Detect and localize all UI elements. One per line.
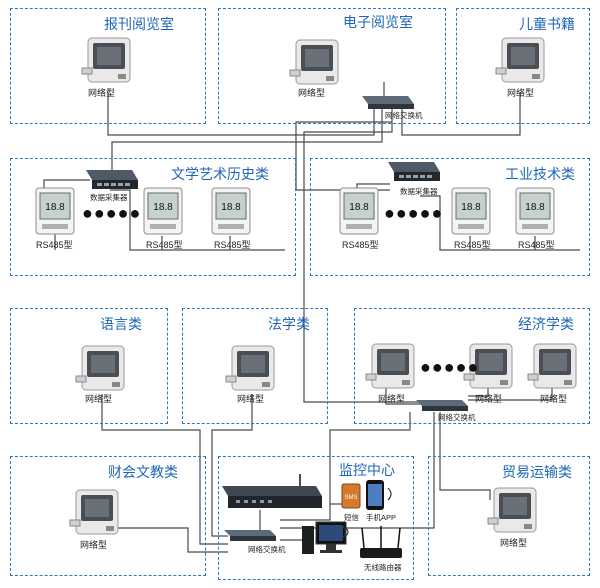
dots-economy: ●●●●●: [420, 357, 480, 377]
svg-text:18.8: 18.8: [349, 202, 369, 213]
sensor-law: [225, 345, 275, 391]
svg-text:18.8: 18.8: [45, 202, 65, 213]
title-finance: 财会文教类: [108, 464, 178, 480]
rs485-sensor-lit-1: 18.8: [35, 187, 75, 235]
rs485-sensor-lit-3: 18.8: [211, 187, 251, 235]
switch-top: [362, 96, 414, 109]
label-language-sensor: 网络型: [85, 394, 113, 404]
sensor-e-reading: [289, 39, 339, 85]
label-economy-sensor-1: 网络型: [378, 394, 406, 404]
collector-literature: [86, 170, 138, 189]
label-sms: 短信: [344, 513, 359, 522]
label-economy-sensor-3: 网络型: [540, 394, 568, 404]
svg-text:18.8: 18.8: [221, 202, 241, 213]
server-rack: [222, 474, 322, 508]
wireless-router: [341, 524, 402, 558]
rs485-sensor-lit-2: 18.8: [143, 187, 183, 235]
desktop-computer: [302, 521, 347, 554]
zone-e-reading: [218, 8, 446, 124]
zone-children: [456, 8, 590, 124]
label-rs485-lit-3: RS485型: [214, 240, 251, 250]
label-e-reading-sensor: 网络型: [298, 88, 326, 98]
title-literature: 文学艺术历史类: [171, 166, 269, 182]
zone-trade: [428, 456, 590, 576]
zone-law: [182, 308, 328, 424]
label-router: 无线路由器: [364, 563, 402, 572]
label-rs485-lit-1: RS485型: [36, 240, 73, 250]
collector-industry: [388, 162, 440, 181]
sensor-finance: [69, 489, 119, 535]
label-rs485-ind-2: RS485型: [454, 240, 491, 250]
zone-newspaper: [10, 8, 206, 124]
title-trade: 贸易运输类: [502, 464, 572, 480]
label-law-sensor: 网络型: [237, 394, 265, 404]
zone-economy: [354, 308, 590, 424]
label-trade-sensor: 网络型: [500, 538, 528, 548]
title-economy: 经济学类: [518, 316, 574, 332]
zone-monitor: [218, 456, 414, 580]
title-law: 法学类: [268, 316, 310, 332]
zone-industry: [310, 158, 590, 276]
sensor-newspaper: [81, 37, 131, 83]
label-rs485-ind-1: RS485型: [342, 240, 379, 250]
label-finance-sensor: 网络型: [80, 540, 108, 550]
label-switch-monitor: 网络交换机: [248, 545, 286, 554]
label-switch-top: 网络交换机: [385, 111, 423, 120]
sensor-economy-3: [527, 343, 577, 389]
zone-language: [10, 308, 168, 424]
zone-literature: [10, 158, 296, 276]
zone-finance: [10, 456, 206, 576]
dots-industry: ●●●●●: [384, 203, 444, 223]
label-switch-economy: 网络交换机: [438, 413, 476, 422]
sensor-trade: [487, 487, 537, 533]
label-children-sensor: 网络型: [507, 88, 535, 98]
phone-app-icon: [366, 480, 392, 510]
title-newspaper: 报刊阅览室: [104, 16, 174, 32]
label-rs485-ind-3: RS485型: [518, 240, 555, 250]
switch-economy: [416, 400, 468, 411]
svg-text:18.8: 18.8: [525, 202, 545, 213]
label-rs485-lit-2: RS485型: [146, 240, 183, 250]
svg-text:18.8: 18.8: [461, 202, 481, 213]
switch-monitor: [224, 530, 276, 541]
sensor-language: [75, 345, 125, 391]
sms-badge-text: SMS: [344, 495, 357, 501]
label-collector-industry: 数据采集器: [400, 187, 438, 196]
sensor-economy-1: [365, 343, 415, 389]
title-children: 儿童书籍: [519, 16, 575, 32]
svg-text:18.8: 18.8: [153, 202, 173, 213]
rs485-sensor-ind-3: 18.8: [515, 187, 555, 235]
title-e-reading: 电子阅览室: [343, 14, 413, 30]
phone-sms-icon: SMS: [341, 483, 361, 509]
label-collector-literature: 数据采集器: [90, 193, 128, 202]
label-phone-app: 手机APP: [366, 513, 397, 522]
dots-literature: ●●●●●: [82, 203, 142, 223]
title-industry: 工业技术类: [505, 166, 575, 182]
title-monitor: 监控中心: [339, 462, 395, 478]
rs485-sensor-ind-2: 18.8: [451, 187, 491, 235]
sensor-economy-2: [463, 343, 513, 389]
label-newspaper-sensor: 网络型: [88, 88, 116, 98]
title-language: 语言类: [100, 316, 142, 332]
sensor-children: [495, 37, 545, 83]
label-economy-sensor-2: 网络型: [475, 394, 503, 404]
rs485-sensor-ind-1: 18.8: [339, 187, 379, 235]
